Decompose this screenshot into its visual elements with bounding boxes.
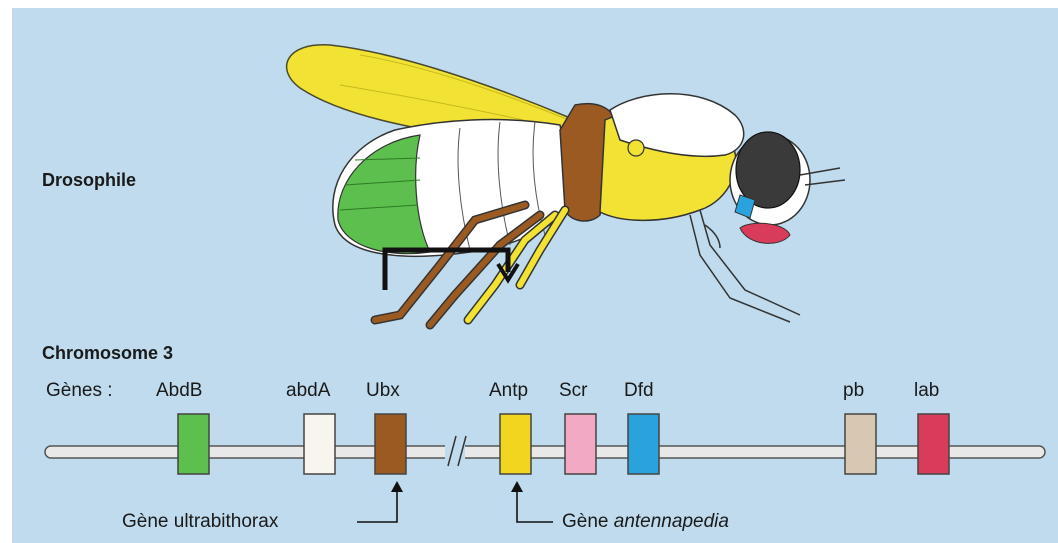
gene-box-antp: [500, 414, 531, 474]
fly-abdomen: [333, 120, 575, 257]
antp-pointer-head: [511, 481, 523, 492]
ubx-pointer-head: [391, 481, 403, 492]
gene-label-ubx: Ubx: [366, 380, 400, 402]
gene-boxes: [178, 414, 949, 474]
gene-box-ubx: [375, 414, 406, 474]
chromosome-label: Chromosome 3: [42, 343, 173, 364]
fly-head: [730, 132, 845, 243]
gene-box-scr: [565, 414, 596, 474]
antp-caption-italic: antennapedia: [614, 511, 729, 532]
antp-caption-prefix: Gène: [562, 511, 614, 532]
gene-label-abda: abdA: [286, 380, 330, 402]
organism-label: Drosophile: [42, 170, 136, 191]
gene-box-lab: [918, 414, 949, 474]
gene-box-pb: [845, 414, 876, 474]
ubx-pointer: [357, 485, 397, 522]
wing-hinge: [628, 140, 644, 156]
gene-label-pb: pb: [843, 380, 864, 402]
gene-label-dfd: Dfd: [624, 380, 654, 402]
antp-pointer: [517, 483, 553, 522]
gene-label-abdb: AbdB: [156, 380, 202, 402]
gene-label-scr: Scr: [559, 380, 588, 402]
ubx-caption: Gène ultrabithorax: [122, 511, 278, 533]
gene-box-abdb: [178, 414, 209, 474]
gene-label-antp: Antp: [489, 380, 528, 402]
gene-box-dfd: [628, 414, 659, 474]
genes-label: Gènes :: [46, 380, 113, 402]
gene-label-lab: lab: [914, 380, 939, 402]
antp-caption: Gène antennapedia: [562, 511, 729, 533]
gene-box-abda: [304, 414, 335, 474]
